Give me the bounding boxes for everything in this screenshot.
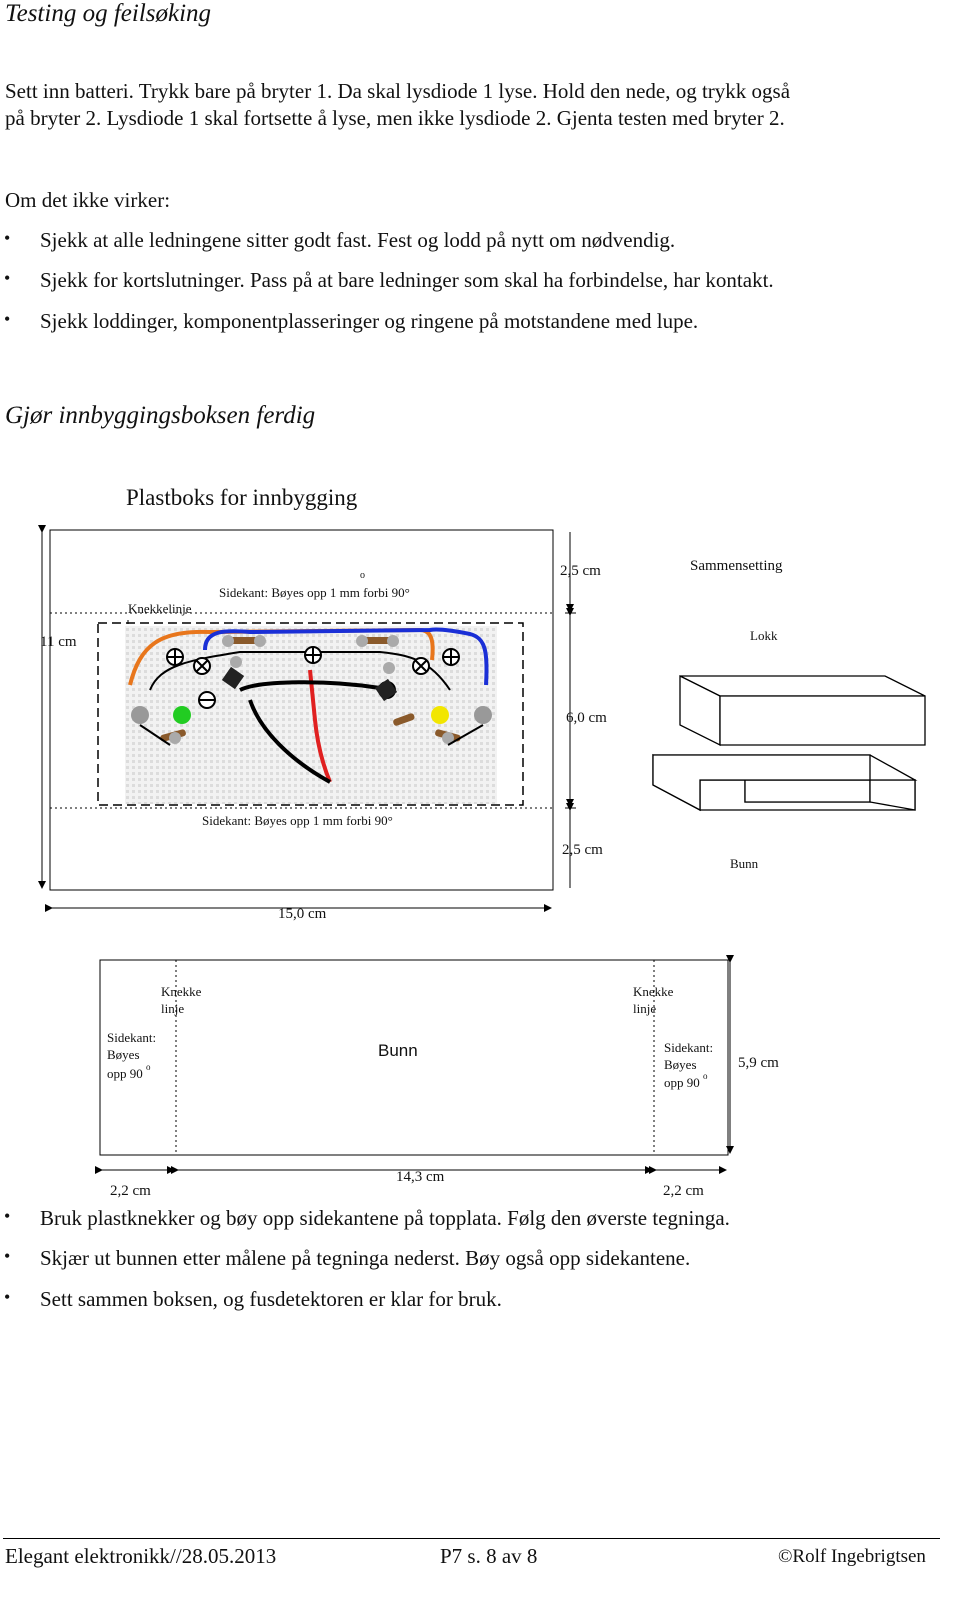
bullet-icon: • <box>4 1206 11 1226</box>
dim-bottom-label: 2,5 cm <box>562 842 603 858</box>
lid-drawing <box>679 674 926 747</box>
degree-mark: o <box>360 570 365 581</box>
side-left-label-3: opp 90 <box>107 1066 143 1081</box>
top-plate-diagram <box>38 525 926 912</box>
bullet-icon: • <box>4 309 11 329</box>
side-right-label-2: Bøyes <box>664 1057 697 1072</box>
bullet-icon: • <box>4 1287 11 1307</box>
assembly-title: Sammensetting <box>690 558 783 574</box>
paragraph-line-1: Sett inn batteri. Trykk bare på bryter 1… <box>5 79 791 103</box>
section-heading-testing: Testing og feilsøking <box>5 0 212 27</box>
dim-mid-label: 6,0 cm <box>566 710 607 726</box>
dim-top-label: 2,5 cm <box>560 563 601 579</box>
bottom-center-label: Bunn <box>378 1041 418 1060</box>
footer-copyright: ©Rolf Ingebrigtsen <box>778 1546 926 1567</box>
side-left-degree: o <box>146 1062 151 1072</box>
led-yellow <box>431 706 449 724</box>
bullet-icon: • <box>4 228 11 248</box>
bottom-label: Bunn <box>730 856 759 871</box>
section-heading-box: Gjør innbyggingsboksen ferdig <box>5 402 316 429</box>
blue-wire <box>203 627 489 686</box>
bottom-height-label: 5,9 cm <box>738 1055 779 1071</box>
bend-left-label-1: Knekke <box>161 984 202 999</box>
side-left-label-1: Sidekant: <box>107 1030 157 1045</box>
black-wire <box>239 680 381 784</box>
side-bottom-label: Sidekant: Bøyes opp 1 mm forbi 90° <box>202 813 393 828</box>
side-left-label-2: Bøyes <box>107 1047 140 1062</box>
led-green <box>173 706 191 724</box>
width-label: 15,0 cm <box>278 906 327 922</box>
footer-page-number: P7 s. 8 av 8 <box>440 1544 538 1568</box>
figure-title: Plastboks for innbygging <box>126 485 358 510</box>
height-label: 11 cm <box>40 634 77 650</box>
bend-left-label-2: linje <box>161 1001 185 1016</box>
bend-right-label-2: linje <box>633 1001 657 1016</box>
battery-clip-right <box>474 706 492 724</box>
right-margin-label: 2,2 cm <box>663 1183 704 1199</box>
side-top-label: Sidekant: Bøyes opp 1 mm forbi 90° <box>219 585 410 600</box>
side-right-degree: o <box>703 1071 708 1081</box>
side-right-label-3: opp 90 <box>664 1075 700 1090</box>
bend-line-label: Knekkelinje <box>128 601 192 616</box>
if-not-works-label: Om det ikke virker: <box>5 188 171 212</box>
left-margin-label: 2,2 cm <box>110 1183 151 1199</box>
bullet-icon: • <box>4 268 11 288</box>
bottom-drawing <box>652 753 918 812</box>
red-wire <box>308 669 332 783</box>
transistor-right <box>374 678 398 702</box>
bend-right-label-1: Knekke <box>633 984 674 999</box>
footer-left: Elegant elektronikk//28.05.2013 <box>5 1544 277 1568</box>
transistor-left <box>221 666 245 690</box>
paragraph-line-2: på bryter 2. Lysdiode 1 skal fortsette å… <box>5 106 785 130</box>
bottom-width-label: 14,3 cm <box>396 1169 445 1185</box>
side-right-label-1: Sidekant: <box>664 1040 714 1055</box>
top-plate-outline <box>49 529 554 891</box>
bullet-icon: • <box>4 1246 11 1266</box>
footer-rule <box>3 1538 940 1539</box>
orange-wire <box>128 627 435 686</box>
lid-label: Lokk <box>750 628 778 643</box>
bottom-plate-diagram <box>95 955 734 1174</box>
cutout-dashed-rect <box>97 622 524 806</box>
battery-clip-left <box>131 706 149 724</box>
